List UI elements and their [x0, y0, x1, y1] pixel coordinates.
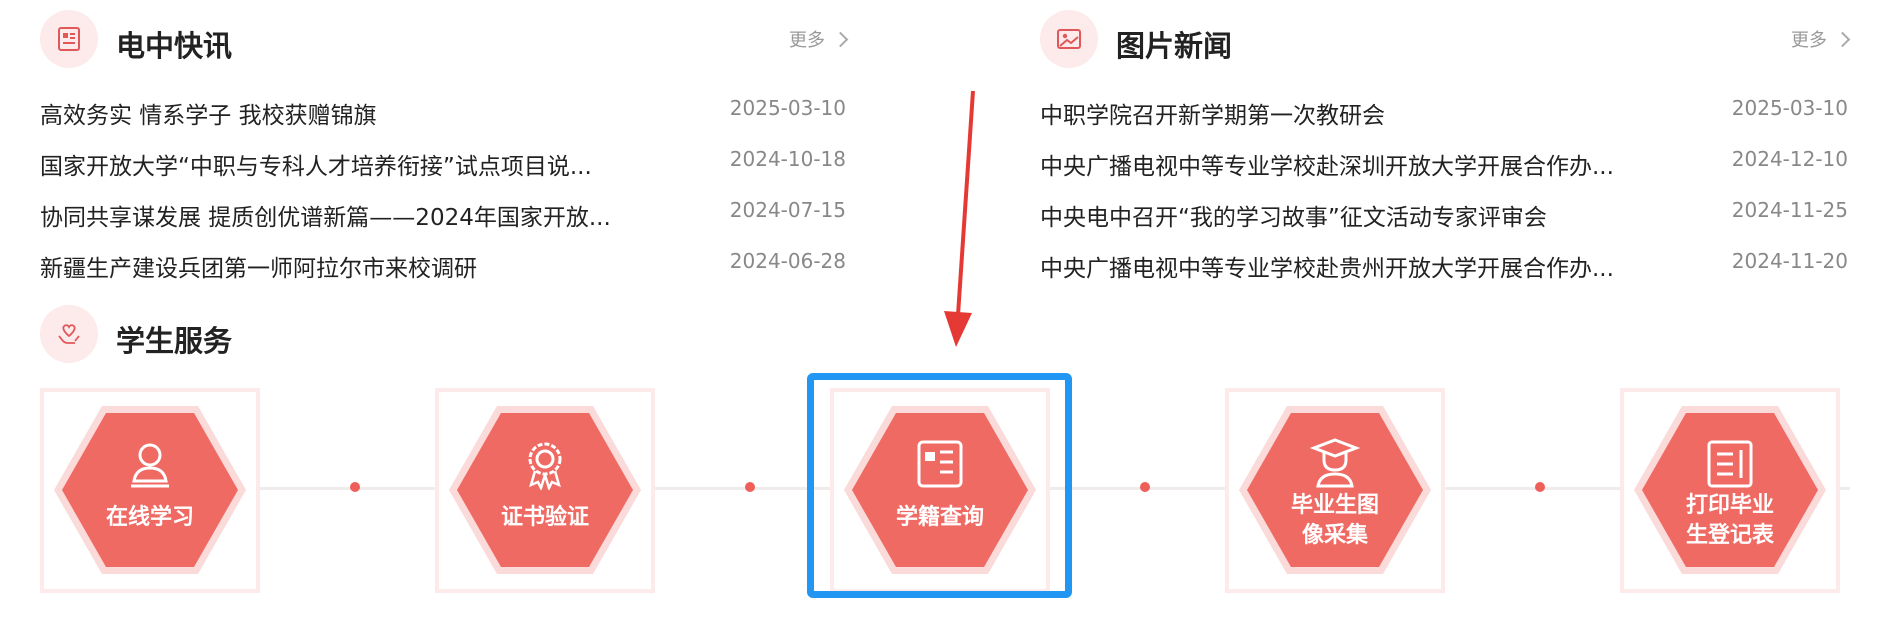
- photo-news-item-date: 2024-11-20: [1731, 249, 1848, 273]
- photo-news-header: 图片新闻 更多: [1040, 10, 1851, 72]
- photo-news-item-date: 2025-03-10: [1731, 96, 1848, 120]
- services-title: 学生服务: [116, 324, 233, 358]
- news-item-title[interactable]: 国家开放大学“中职与专科人才培养衔接”试点项目说...: [40, 154, 592, 180]
- list-item[interactable]: 中央广播电视中等专业学校赴深圳开放大学开展合作办... 2024-12-10: [1040, 147, 1848, 198]
- news-more-link[interactable]: 更多: [789, 26, 849, 52]
- list-item[interactable]: 中央广播电视中等专业学校赴贵州开放大学开展合作办... 2024-11-20: [1040, 249, 1848, 300]
- award-icon: [528, 442, 562, 490]
- photo-news-item-title[interactable]: 中职学院召开新学期第一次教研会: [1040, 103, 1385, 129]
- news-item-title[interactable]: 新疆生产建设兵团第一师阿拉尔市来校调研: [40, 256, 477, 282]
- news-item-date: 2024-07-15: [729, 198, 846, 222]
- photo-news-title: 图片新闻: [1116, 29, 1233, 63]
- list-item[interactable]: 中央电中召开“我的学习故事”征文活动专家评审会 2024-11-25: [1040, 198, 1848, 249]
- list-item[interactable]: 国家开放大学“中职与专科人才培养衔接”试点项目说... 2024-10-18: [40, 147, 846, 198]
- hand-heart-icon: [40, 305, 98, 363]
- news-item-title[interactable]: 协同共享谋发展 提质创优谱新篇——2024年国家开放...: [40, 205, 611, 231]
- annotation-arrow-icon: [944, 90, 975, 347]
- news-header: 电中快讯 更多: [40, 10, 849, 72]
- photo-news-item-date: 2024-11-25: [1731, 198, 1848, 222]
- list-item[interactable]: 中职学院召开新学期第一次教研会 2025-03-10: [1040, 96, 1848, 147]
- services-section: 学生服务: [40, 305, 440, 367]
- newspaper-icon: [40, 10, 98, 68]
- print-form-icon: [1707, 440, 1753, 488]
- hexagon: [1642, 413, 1818, 567]
- news-more-label: 更多: [789, 30, 825, 51]
- news-title: 电中快讯: [116, 29, 233, 63]
- list-item[interactable]: 协同共享谋发展 提质创优谱新篇——2024年国家开放... 2024-07-15: [40, 198, 846, 249]
- service-label-line: 毕业生图: [1290, 493, 1379, 518]
- news-section: 电中快讯 更多 高效务实 情系学子 我校获赠锦旗 2025-03-10 国家开放…: [40, 10, 849, 290]
- service-label: 打印毕业 生登记表: [1650, 491, 1810, 551]
- student-card-icon: [917, 440, 963, 488]
- connector-dot: [745, 482, 755, 492]
- graduate-icon: [1310, 438, 1360, 488]
- news-item-title[interactable]: 高效务实 情系学子 我校获赠锦旗: [40, 103, 377, 129]
- connector-dot: [350, 482, 360, 492]
- photo-news-item-date: 2024-12-10: [1731, 147, 1848, 171]
- services-header: 学生服务: [40, 305, 440, 367]
- list-item[interactable]: 新疆生产建设兵团第一师阿拉尔市来校调研 2024-06-28: [40, 249, 846, 300]
- photo-news-item-title[interactable]: 中央广播电视中等专业学校赴深圳开放大学开展合作办...: [1040, 154, 1614, 180]
- connector-dot: [1535, 482, 1545, 492]
- photo-news-section: 图片新闻 更多 中职学院召开新学期第一次教研会 2025-03-10 中央广播电…: [1040, 10, 1851, 290]
- connector-dot: [1140, 482, 1150, 492]
- photo-news-more-link[interactable]: 更多: [1791, 26, 1851, 52]
- service-graduate-photo[interactable]: 毕业生图 像采集: [1225, 388, 1445, 593]
- news-list: 高效务实 情系学子 我校获赠锦旗 2025-03-10 国家开放大学“中职与专科…: [40, 96, 846, 300]
- user-icon: [131, 443, 169, 488]
- service-label: 证书验证: [500, 505, 589, 530]
- chevron-right-icon: [1834, 31, 1851, 47]
- photo-news-more-label: 更多: [1791, 30, 1827, 51]
- photo-news-item-title[interactable]: 中央电中召开“我的学习故事”征文活动专家评审会: [1040, 205, 1547, 231]
- photo-news-item-title[interactable]: 中央广播电视中等专业学校赴贵州开放大学开展合作办...: [1040, 256, 1614, 282]
- service-label: 毕业生图 像采集: [1255, 491, 1415, 551]
- service-label: 在线学习: [105, 505, 194, 530]
- service-certificate-verify[interactable]: 证书验证: [435, 388, 655, 593]
- service-student-status-query[interactable]: 学籍查询: [830, 388, 1050, 593]
- chevron-right-icon: [832, 31, 849, 47]
- service-label: 学籍查询: [895, 505, 984, 530]
- highlight-box: [807, 373, 1072, 598]
- services-row: 在线学习 证书验证 学籍查询: [40, 388, 1850, 593]
- photo-news-list: 中职学院召开新学期第一次教研会 2025-03-10 中央广播电视中等专业学校赴…: [1040, 96, 1848, 300]
- news-item-date: 2024-06-28: [729, 249, 846, 273]
- news-item-date: 2024-10-18: [729, 147, 846, 171]
- list-item[interactable]: 高效务实 情系学子 我校获赠锦旗 2025-03-10: [40, 96, 846, 147]
- service-label-line: 打印毕业: [1685, 493, 1774, 518]
- service-online-learning[interactable]: 在线学习: [40, 388, 260, 593]
- image-icon: [1040, 10, 1098, 68]
- news-item-date: 2025-03-10: [729, 96, 846, 120]
- service-label-line: 像采集: [1301, 523, 1368, 548]
- service-label-line: 生登记表: [1685, 523, 1774, 548]
- service-print-registration-form[interactable]: 打印毕业 生登记表: [1620, 388, 1840, 593]
